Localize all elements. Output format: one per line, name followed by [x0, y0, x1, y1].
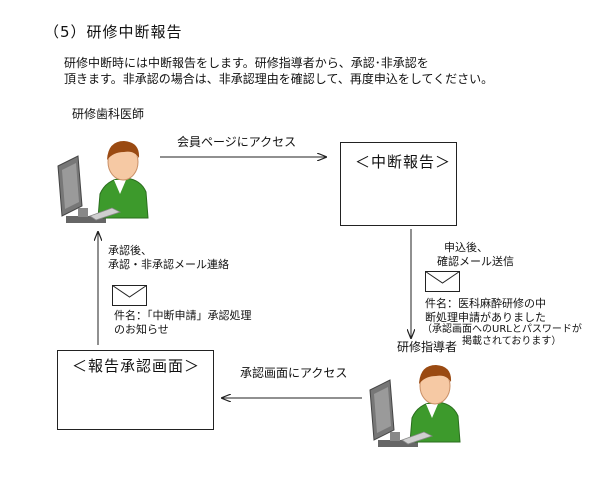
access-member-page-label: 会員ページにアクセス	[177, 135, 297, 149]
interruption-report-label: ＜中断報告＞	[355, 153, 452, 171]
supervisor-label: 研修指導者	[397, 340, 458, 354]
person-at-computer-icon	[57, 141, 149, 223]
notice-supervisor-subject-1: 件名：医科麻酔研修の中	[425, 297, 546, 310]
notice-dentist-subject-2: のお知らせ	[114, 323, 169, 336]
person-at-computer-icon	[369, 365, 461, 447]
notice-supervisor-note-2: 掲載されております）	[462, 336, 562, 347]
report-approval-box: ＜報告承認画面＞	[57, 350, 214, 430]
envelope-icon	[425, 271, 460, 292]
intro-line-1: 研修中断時には中断報告をします。研修指導者から、承認･非承認を	[64, 56, 429, 70]
interruption-report-box: ＜中断報告＞	[340, 142, 457, 226]
dentist-label: 研修歯科医師	[72, 107, 145, 121]
page-title: （5）研修中断報告	[44, 23, 183, 41]
notice-dentist-line-2: 承認・非承認メール連絡	[108, 258, 229, 271]
envelope-icon	[112, 285, 147, 306]
report-approval-label: ＜報告承認画面＞	[72, 357, 201, 375]
notice-supervisor-line-2: 確認メール送信	[437, 255, 514, 268]
intro-line-2: 頂きます。非承認の場合は、非承認理由を確認して、再度申込をしてください。	[64, 72, 494, 86]
notice-supervisor-note-1: （承認画面へのURLとパスワードが	[422, 324, 582, 335]
notice-dentist-line-1: 承認後、	[108, 244, 152, 257]
notice-supervisor-line-1: 申込後、	[444, 241, 488, 254]
notice-dentist-subject-1: 件名：「中断申請」承認処理	[114, 309, 252, 322]
access-approval-page-label: 承認画面にアクセス	[240, 366, 348, 380]
notice-supervisor-subject-2: 断処理申請がありました	[425, 311, 546, 324]
